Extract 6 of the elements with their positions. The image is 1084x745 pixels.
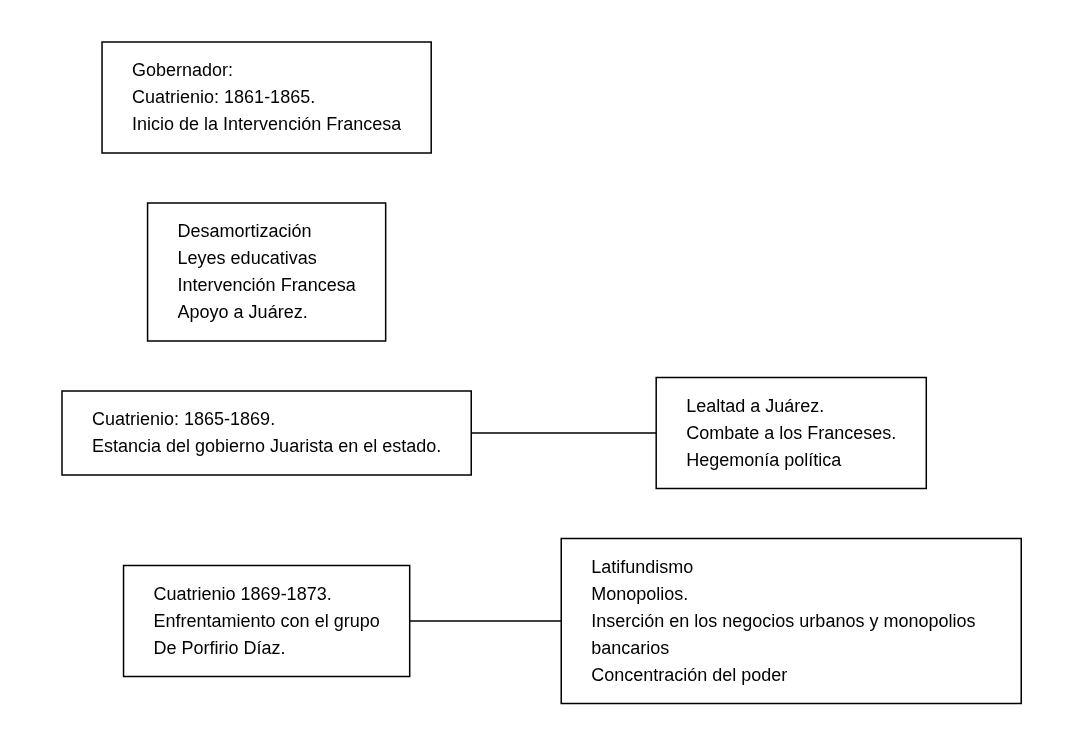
node-box: Desamortización Leyes educativas Intervención Francesa Apoyo a Juárez.: [147, 202, 387, 342]
node-box: Cuatrienio 1869-1873. Enfrentamiento con el grupo De Porfirio Díaz.: [123, 564, 411, 677]
node-box: Lealtad a Juárez. Combate a los Franceses. Hegemonía política: [655, 376, 928, 489]
node-box: Latifundismo Monopolios. Inserción en los negocios urbanos y monopolios bancarios Concentración del poder: [560, 537, 1023, 704]
node-box: Cuatrienio: 1865-1869. Estancia del gobierno Juarista en el estado.: [61, 390, 473, 476]
node-box: Gobernador: Cuatrienio: 1861-1865. Inicio de la Intervención Francesa: [101, 41, 433, 154]
